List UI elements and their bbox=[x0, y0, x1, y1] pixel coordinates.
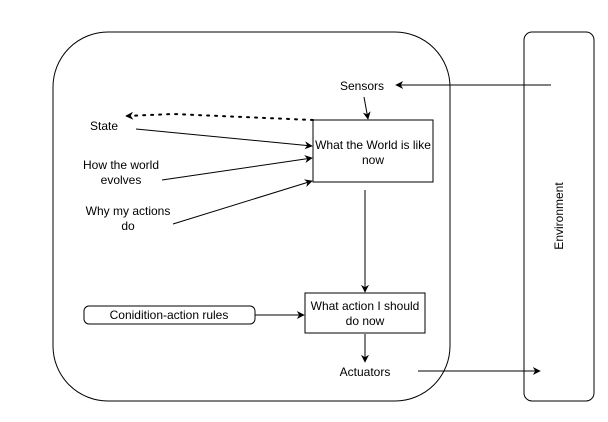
environment-box bbox=[523, 31, 595, 402]
world-evolves-line1: How the world bbox=[83, 158, 159, 172]
actions-to-world-arrow bbox=[172, 179, 313, 225]
world-state-line1: What the World is like bbox=[315, 138, 431, 152]
rules-label: Conidition-action rules bbox=[110, 308, 229, 322]
sensors-to-world-arrow bbox=[362, 96, 371, 120]
world-evolves-line2: evolves bbox=[101, 173, 142, 187]
state-label: State bbox=[90, 119, 118, 133]
world-to-state-dotted-arrow bbox=[125, 111, 314, 121]
actuators-label: Actuators bbox=[340, 365, 391, 379]
action-line2: do now bbox=[346, 314, 385, 328]
actions-do-line1: Why my actions bbox=[86, 204, 171, 218]
actions-do-line2: do bbox=[121, 219, 135, 233]
world-state-line2: now bbox=[362, 153, 384, 167]
state-to-world-arrow bbox=[135, 128, 313, 150]
environment-label: Environment bbox=[552, 182, 566, 250]
world-state-box bbox=[312, 119, 434, 183]
agent-boundary bbox=[52, 31, 451, 402]
evolves-to-world-arrow bbox=[161, 155, 313, 181]
action-line1: What action I should bbox=[311, 299, 420, 313]
action-box bbox=[304, 292, 426, 334]
sensors-label: Sensors bbox=[340, 79, 384, 93]
